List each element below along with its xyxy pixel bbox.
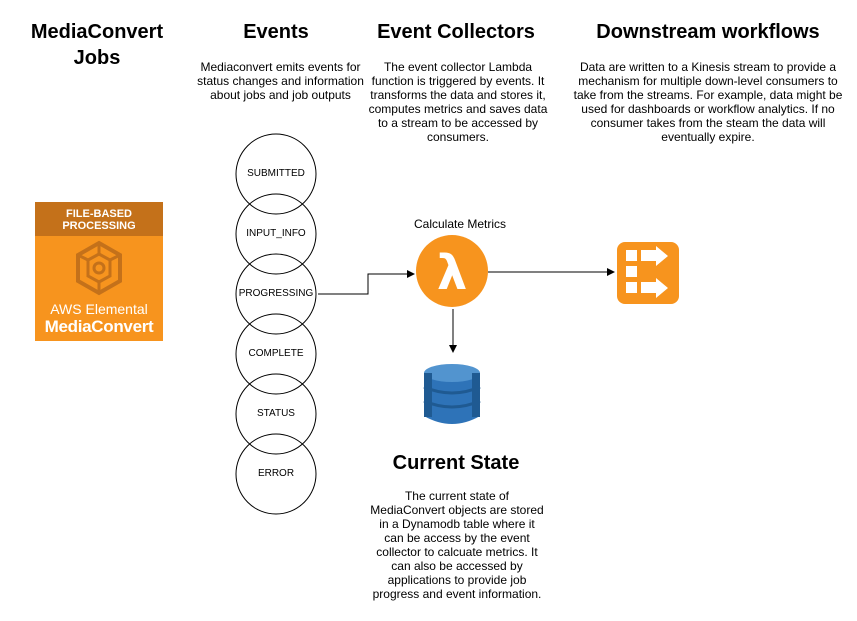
mediaconvert-logo-line1: AWS Elemental [50, 301, 148, 317]
heading-event-collectors: Event Collectors [377, 21, 535, 43]
collectors-description: The event collector Lambda function is t… [368, 60, 548, 144]
lambda-icon: λ [416, 235, 488, 307]
lambda-label: Calculate Metrics [413, 217, 507, 231]
event-label-progressing: PROGRESSING [238, 288, 314, 299]
mediaconvert-emblem-icon [76, 240, 122, 296]
event-circle-input-info [235, 193, 317, 275]
event-circle-status [235, 373, 317, 455]
event-circle-progressing [235, 253, 317, 335]
mediaconvert-logo-line2: MediaConvert [44, 317, 154, 336]
heading-mediaconvert-jobs: MediaConvert Jobs [30, 21, 164, 69]
dynamodb-icon [423, 364, 481, 424]
event-label-input-info: INPUT_INFO [246, 228, 306, 239]
event-label-status: STATUS [257, 408, 295, 419]
event-circle-submitted [235, 133, 317, 215]
heading-downstream-workflows: Downstream workflows [596, 21, 820, 43]
heading-current-state: Current State [392, 452, 520, 474]
mediaconvert-icon: FILE-BASED PROCESSING AWS Elemental Medi… [35, 202, 163, 341]
mediaconvert-logo-header: FILE-BASED PROCESSING [35, 202, 163, 236]
events-description: Mediaconvert emits events for status cha… [197, 60, 364, 102]
event-label-error: ERROR [257, 468, 295, 479]
mediaconvert-logo-top-text: FILE-BASED PROCESSING [62, 208, 136, 232]
svg-text:λ: λ [437, 245, 467, 301]
event-label-complete: COMPLETE [248, 348, 304, 359]
heading-events: Events [243, 21, 309, 43]
current-state-description: The current state of MediaConvert object… [370, 489, 544, 601]
event-label-submitted: SUBMITTED [247, 168, 305, 179]
connector-events-to-lambda [318, 270, 415, 295]
kinesis-icon [617, 242, 679, 304]
event-circle-complete [235, 313, 317, 395]
event-circles [235, 133, 317, 515]
downstream-description: Data are written to a Kinesis stream to … [573, 60, 843, 144]
event-circle-error [235, 433, 317, 515]
